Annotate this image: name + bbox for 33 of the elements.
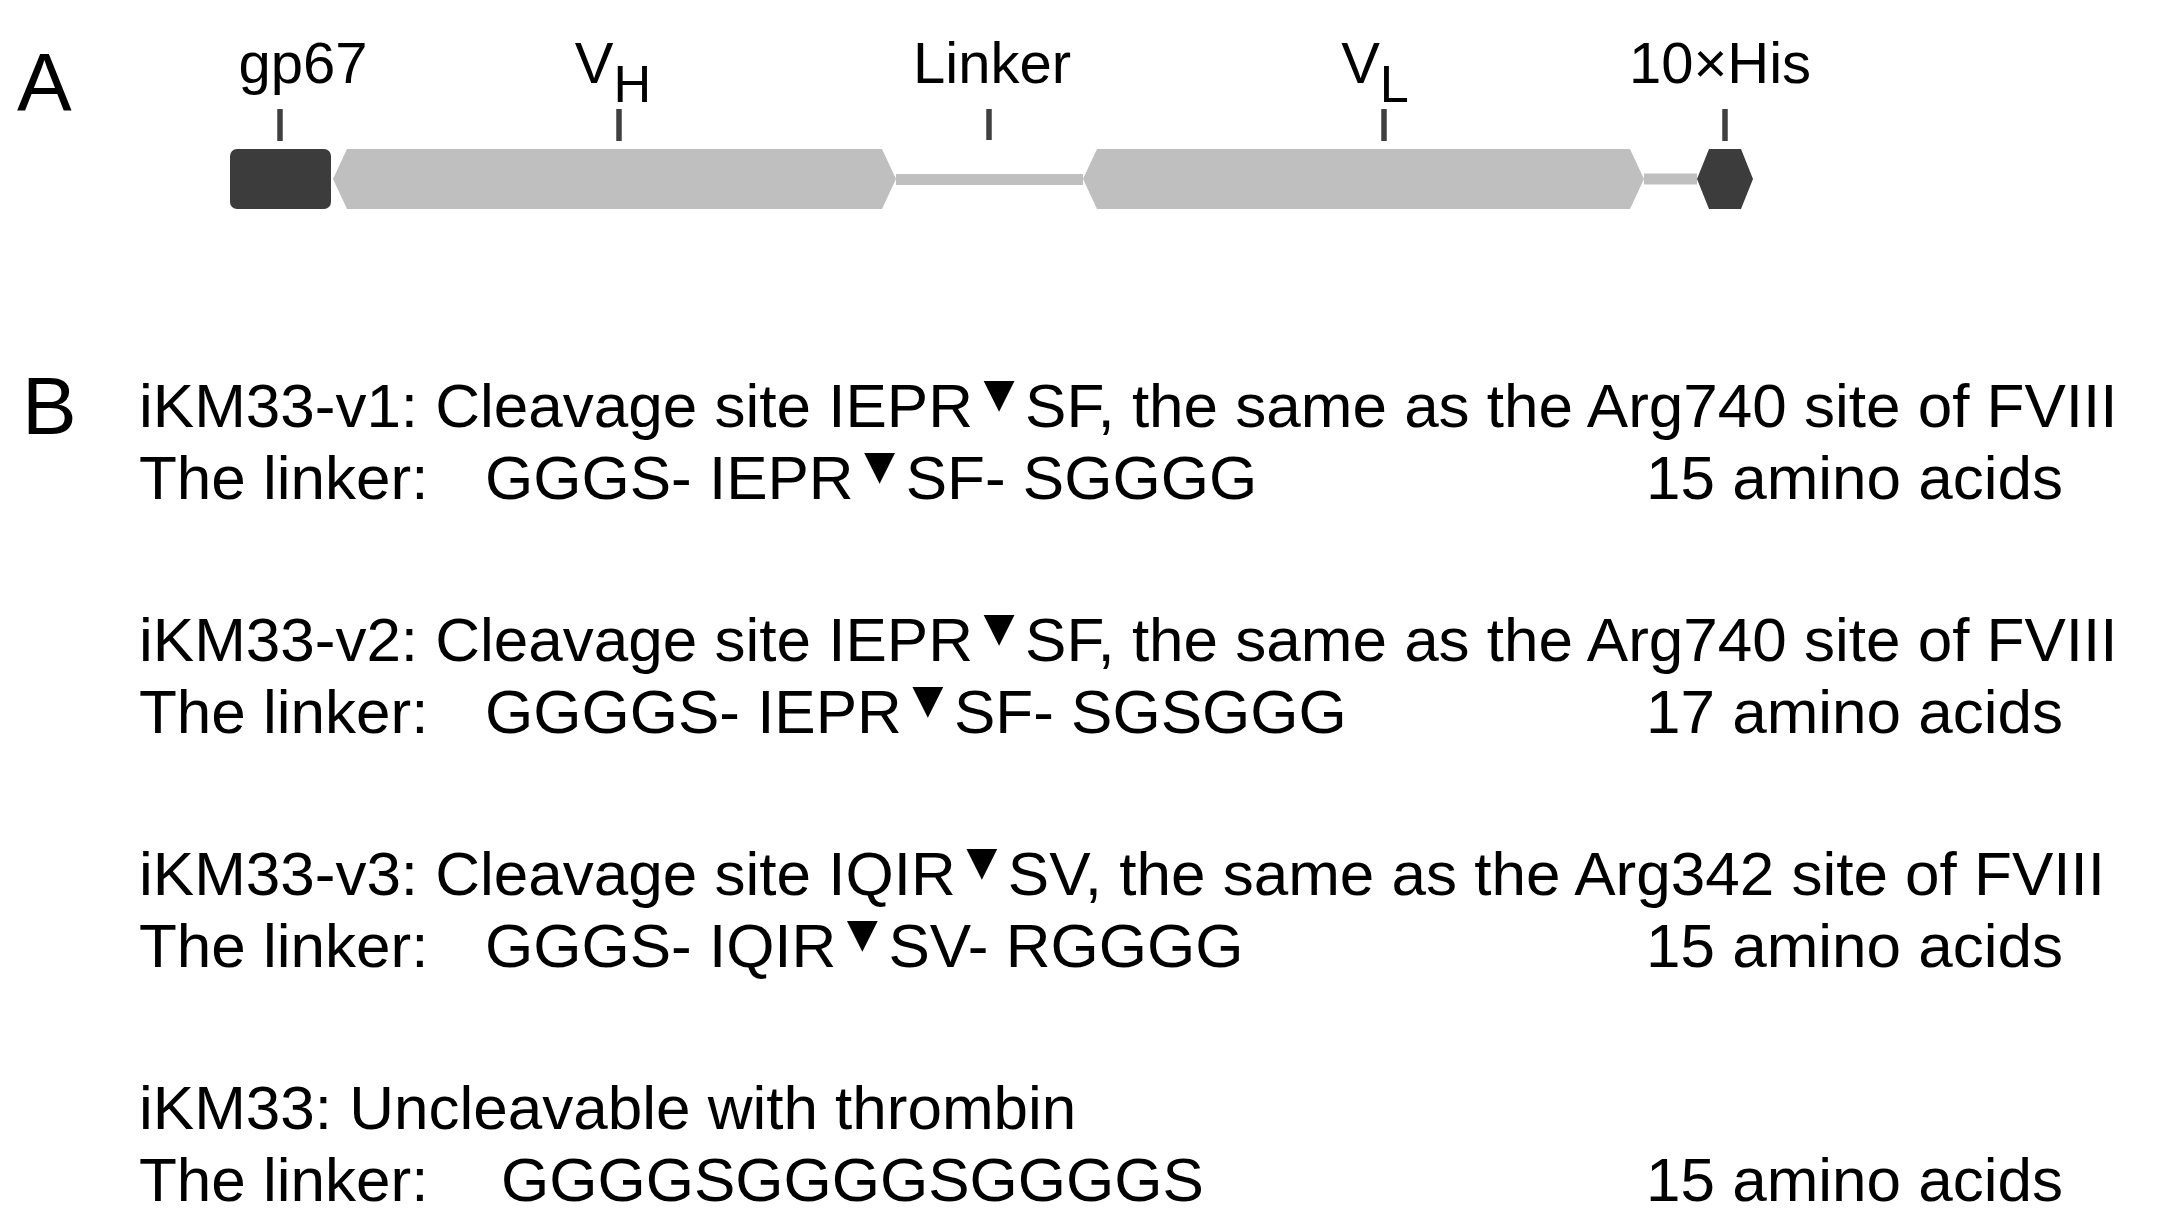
domain-bar — [1083, 149, 1644, 209]
leader-line — [616, 109, 622, 141]
linker-sequence: GGGS- IQIR$^{▼}$SV- RGGGG — [485, 910, 1244, 982]
leader-line — [986, 109, 992, 140]
connector-line — [1644, 173, 1697, 185]
linker-sequence: GGGGSGGGGSGGGGS — [501, 1144, 1204, 1216]
leader-line — [277, 109, 283, 141]
domain-label: gp67 — [238, 31, 368, 107]
sequence-length: 15 amino acids — [1646, 910, 2064, 982]
domain-bar — [333, 149, 896, 209]
linker-sequence: GGGS- IEPR$^{▼}$SF- SGGGG — [485, 442, 1258, 514]
sequence-length: 17 amino acids — [1646, 676, 2064, 748]
panel-label: B — [22, 358, 77, 453]
leader-line — [1381, 109, 1387, 141]
row-label: The linker: — [139, 1144, 429, 1216]
sequence-length: 15 amino acids — [1646, 1144, 2064, 1216]
construct-description: iKM33: Uncleavable with thrombin — [139, 1072, 1077, 1144]
domain-block — [230, 149, 331, 209]
tag-hexagon — [1697, 149, 1753, 209]
construct-description: iKM33-v2: Cleavage site IEPR$^{▼}$SF, the same as the Arg740 site of FVIII — [139, 604, 2118, 676]
row-label: The linker: — [139, 676, 429, 748]
domain-label: V$_{H}$ — [574, 31, 652, 107]
sequence-length: 15 amino acids — [1646, 442, 2064, 514]
construct-description: iKM33-v3: Cleavage site IQIR$^{▼}$SV, the same as the Arg342 site of FVIII — [139, 838, 2105, 910]
leader-line — [1722, 109, 1728, 141]
linker-sequence: GGGGS- IEPR$^{▼}$SF- SGSGGG — [485, 676, 1347, 748]
domain-label: V$_{L}$ — [1341, 31, 1409, 107]
domain-label: 10×His — [1628, 31, 1812, 107]
row-label: The linker: — [139, 910, 429, 982]
construct-description: iKM33-v1: Cleavage site IEPR$^{▼}$SF, the same as the Arg740 site of FVIII — [139, 370, 2118, 442]
panel-label: A — [17, 34, 72, 129]
domain-label: Linker — [913, 31, 1071, 107]
row-label: The linker: — [139, 442, 429, 514]
